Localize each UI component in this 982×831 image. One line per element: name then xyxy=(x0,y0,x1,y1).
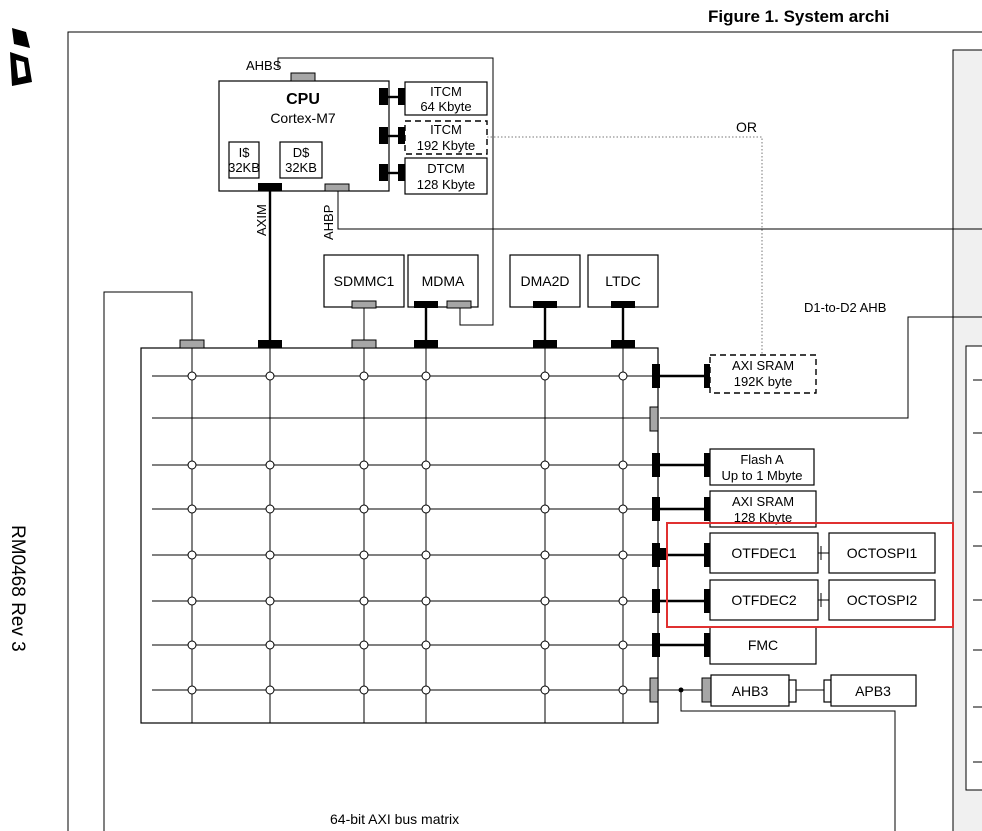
cpu-subtitle: Cortex-M7 xyxy=(270,110,336,126)
ahbp-label: AHBP xyxy=(321,205,336,240)
outer-frame xyxy=(67,31,982,831)
itcm64-size: 64 Kbyte xyxy=(420,99,471,114)
ahb3-label: AHB3 xyxy=(732,683,769,699)
dcache-label: D$ xyxy=(293,145,310,160)
flash-a-label: Flash A xyxy=(740,452,784,467)
dtcm-size: 128 Kbyte xyxy=(417,177,476,192)
d1-to-d2-ahb: D1-to-D2 AHB xyxy=(660,300,982,419)
master-sdmmc1: SDMMC1 xyxy=(323,254,405,309)
icache-size: 32KB xyxy=(228,160,260,175)
dcache-size: 32KB xyxy=(285,160,317,175)
master-ltdc: LTDC xyxy=(587,254,659,308)
axim-label: AXIM xyxy=(254,204,269,236)
itcm-192: ITCM 192 Kbyte xyxy=(379,120,488,155)
bus-matrix-label: 64-bit AXI bus matrix xyxy=(330,811,459,827)
ahbs-label: AHBS xyxy=(246,58,282,73)
apb3-label: APB3 xyxy=(855,683,891,699)
sdmmc1-label: SDMMC1 xyxy=(334,273,395,289)
slave-axi-sram-192k: AXI SRAM 192K byte xyxy=(660,354,817,394)
right-panel xyxy=(952,49,982,831)
slave-flash-a: Flash A Up to 1 Mbyte xyxy=(660,448,815,486)
octospi1-label: OCTOSPI1 xyxy=(847,545,918,561)
otfdec1-label: OTFDEC1 xyxy=(731,545,797,561)
axi-sram-128-size: 128 Kbyte xyxy=(734,510,793,525)
itcm64-label: ITCM xyxy=(430,84,462,99)
slave-axi-sram-128k: AXI SRAM 128 Kbyte xyxy=(660,490,817,528)
ahbp-port: AHBP xyxy=(321,183,982,240)
itcm-64: ITCM 64 Kbyte xyxy=(379,81,488,116)
mdma-label: MDMA xyxy=(422,273,465,289)
master-dma2d: DMA2D xyxy=(509,254,581,308)
dtcm: DTCM 128 Kbyte xyxy=(379,157,488,195)
itcm192-label: ITCM xyxy=(430,122,462,137)
icache-label: I$ xyxy=(239,145,251,160)
figure-title: Figure 1. System archi xyxy=(708,7,889,26)
flash-a-size: Up to 1 Mbyte xyxy=(722,468,803,483)
axim-port: AXIM xyxy=(254,183,282,340)
axi-bus-matrix: 64-bit AXI bus matrix xyxy=(140,339,660,827)
slave-otfdec1-octospi1: OTFDEC1 OCTOSPI1 xyxy=(660,532,936,574)
master-mdma: MDMA xyxy=(407,254,479,309)
itcm192-size: 192 Kbyte xyxy=(417,138,476,153)
fmc-label: FMC xyxy=(748,637,778,653)
or-dotted-link xyxy=(487,136,763,357)
slave-ahb3-apb3: AHB3 APB3 xyxy=(658,674,917,831)
dtcm-label: DTCM xyxy=(427,161,465,176)
otfdec2-label: OTFDEC2 xyxy=(731,592,797,608)
master-links xyxy=(103,291,625,831)
or-label: OR xyxy=(736,119,757,135)
st-logo xyxy=(10,28,32,86)
axi-sram-192-label: AXI SRAM xyxy=(732,358,794,373)
ahbs-port: AHBS xyxy=(246,57,494,326)
ltdc-label: LTDC xyxy=(605,273,641,289)
cpu-title: CPU xyxy=(286,91,320,108)
axi-sram-192-size: 192K byte xyxy=(734,374,793,389)
slave-fmc: FMC xyxy=(660,626,817,665)
cpu-block: CPU Cortex-M7 I$ 32KB D$ 32KB xyxy=(218,80,390,192)
doc-reference: RM0468 Rev 3 xyxy=(7,525,28,652)
octospi2-label: OCTOSPI2 xyxy=(847,592,918,608)
highlight-box xyxy=(666,522,954,628)
d1-to-d2-label: D1-to-D2 AHB xyxy=(804,300,886,315)
slave-otfdec2-octospi2: OTFDEC2 OCTOSPI2 xyxy=(660,579,936,621)
axi-sram-128-label: AXI SRAM xyxy=(732,494,794,509)
dma2d-label: DMA2D xyxy=(520,273,569,289)
